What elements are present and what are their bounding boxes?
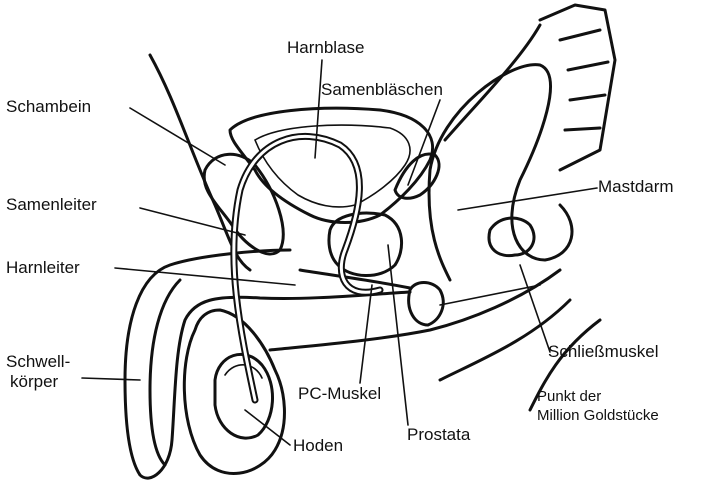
label-samenblaeschen: Samenbläschen — [321, 80, 443, 100]
bulb — [409, 283, 444, 326]
label-schwellkoerper-1: Schwell- — [6, 352, 70, 372]
label-mastdarm: Mastdarm — [598, 177, 674, 197]
label-hoden: Hoden — [293, 436, 343, 456]
label-punkt-2: Million Goldstücke — [537, 407, 659, 425]
label-harnblase: Harnblase — [287, 38, 365, 58]
label-schliessmuskel: Schließmuskel — [548, 342, 659, 362]
scrotum — [184, 310, 284, 474]
label-punkt-1: Punkt der — [537, 388, 601, 406]
epididymis — [225, 365, 262, 378]
perineum-line — [270, 270, 560, 350]
label-schambein: Schambein — [6, 97, 91, 117]
label-prostata: Prostata — [407, 425, 470, 445]
label-harnleiter: Harnleiter — [6, 258, 80, 278]
penis-outline — [125, 250, 410, 478]
label-schwellkoerper-2: körper — [10, 372, 58, 392]
urethra-lower — [300, 270, 410, 288]
rectum-outline — [429, 65, 572, 280]
label-samenleiter: Samenleiter — [6, 195, 97, 215]
label-pc-muskel: PC-Muskel — [298, 384, 381, 404]
